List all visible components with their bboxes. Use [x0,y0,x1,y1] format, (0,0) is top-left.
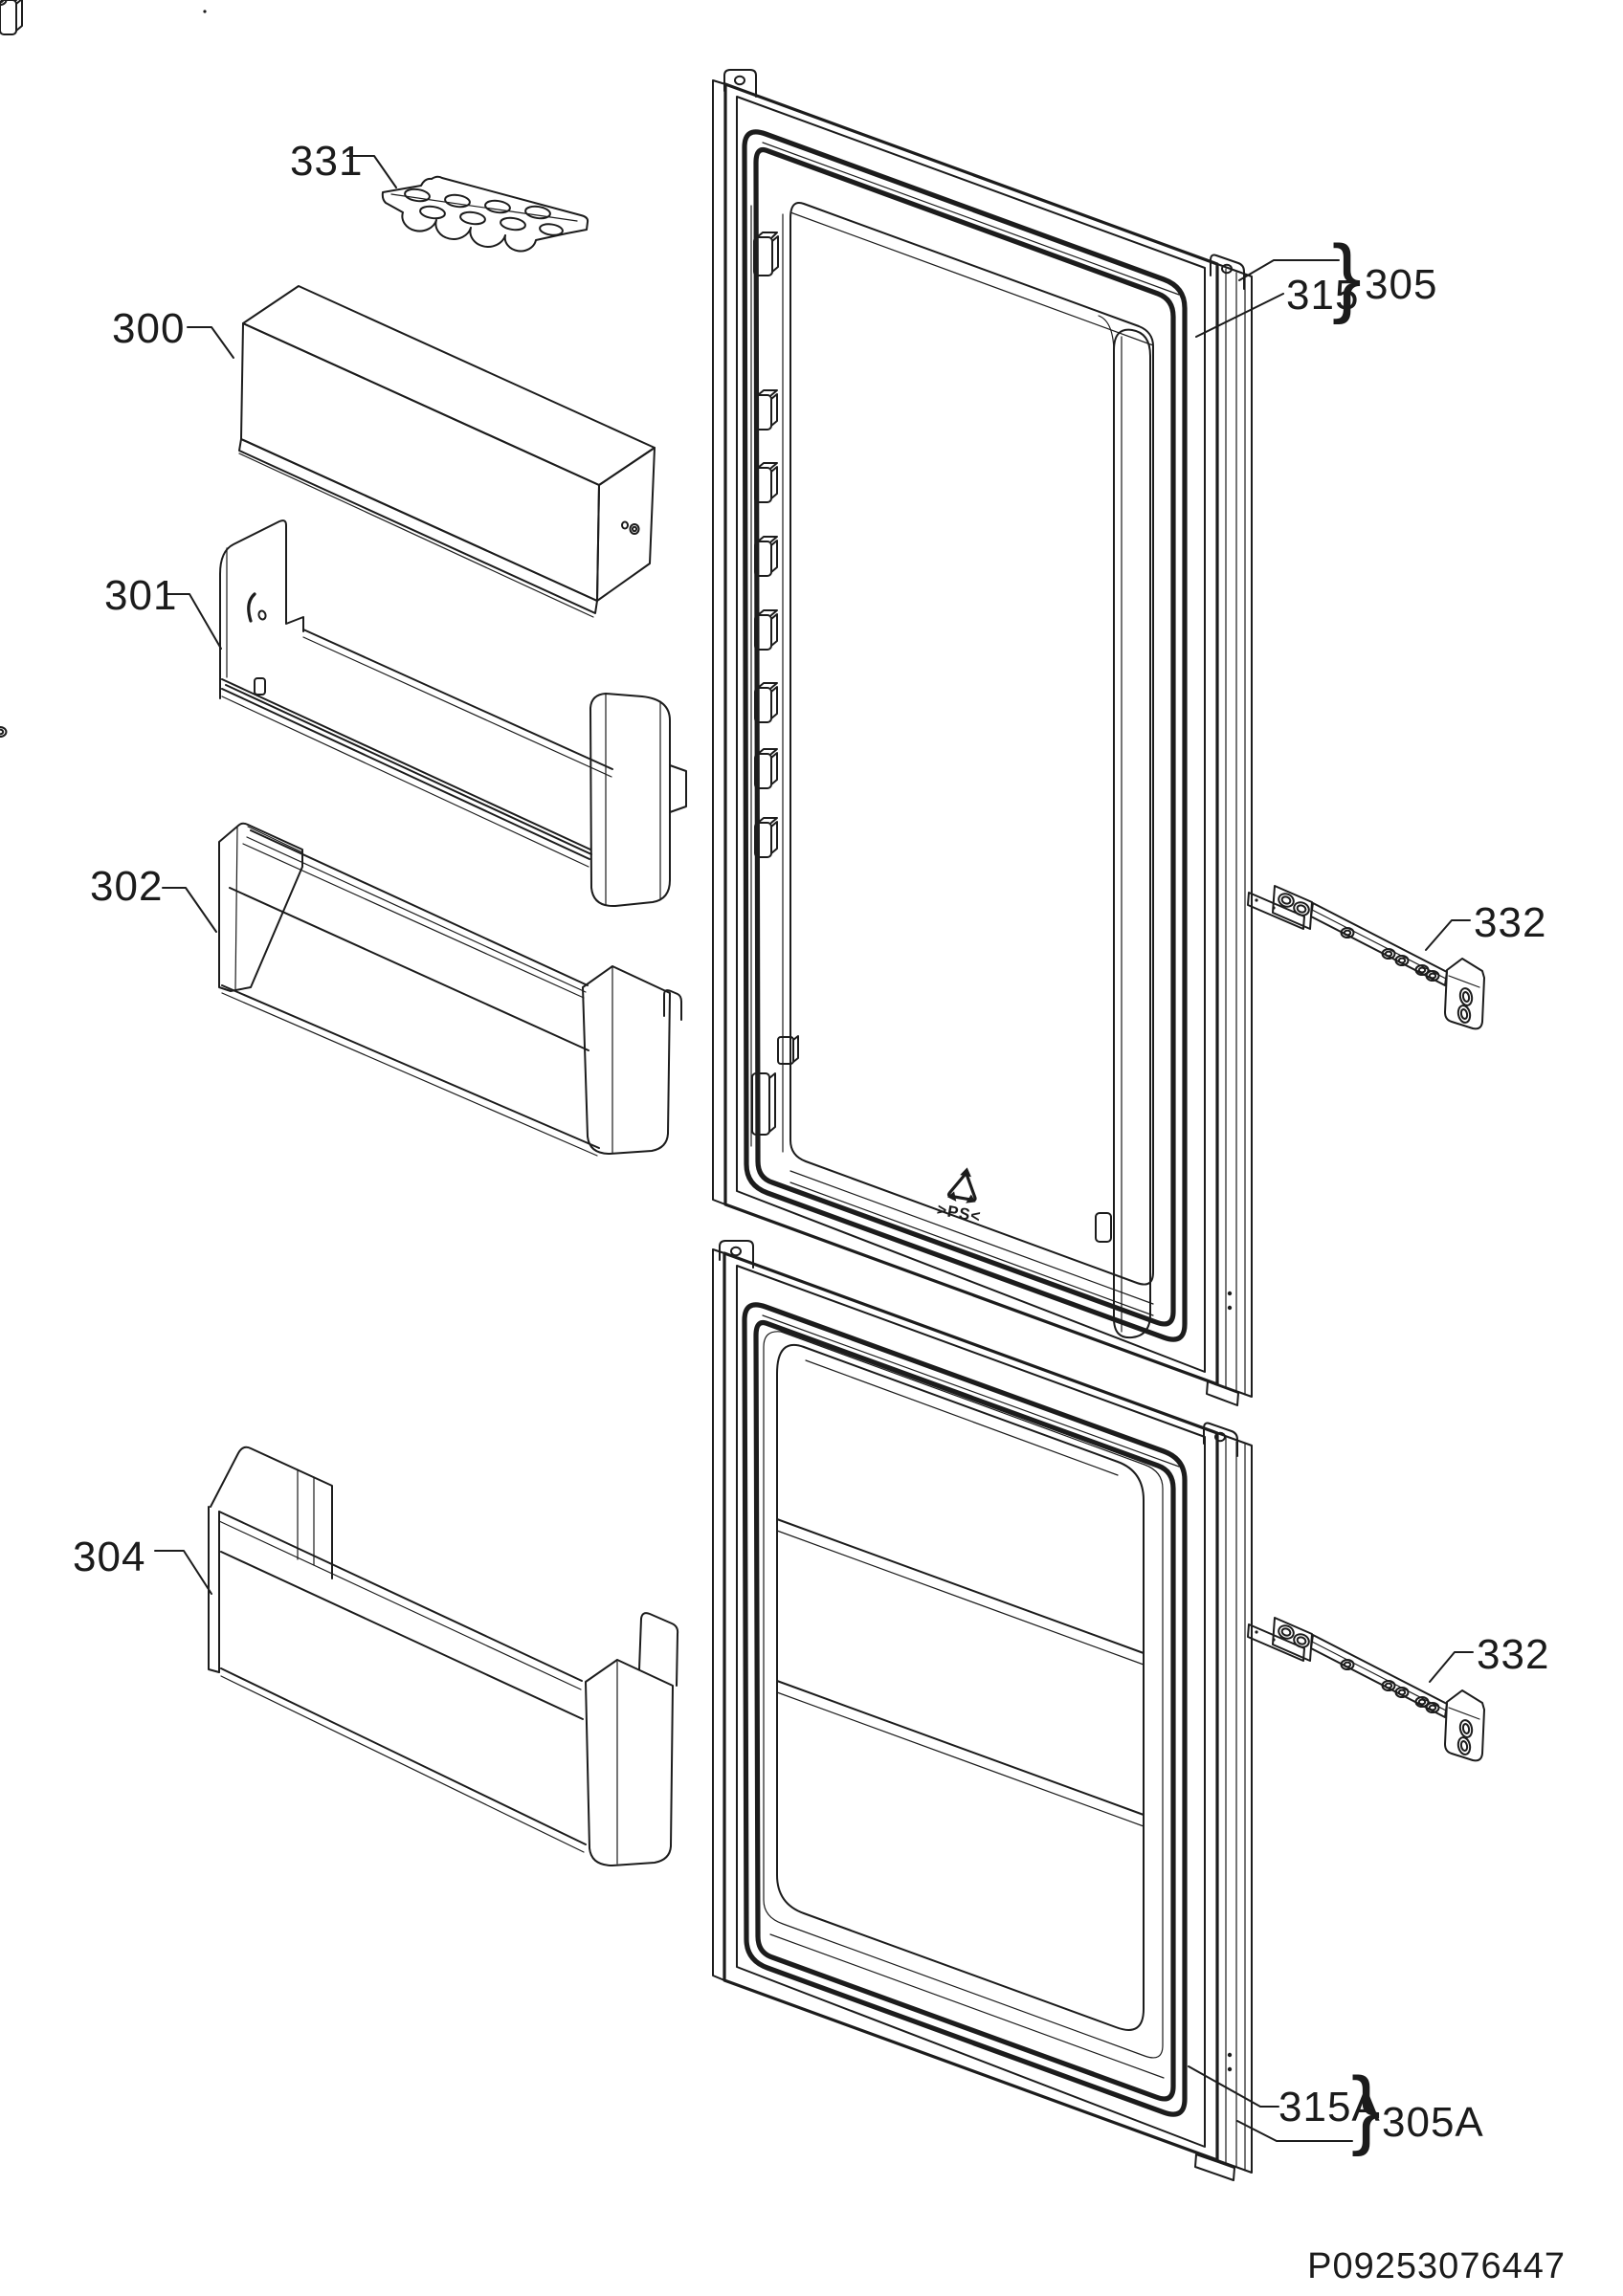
part-label-301: 301 [104,572,177,619]
door-gasket-315a [742,1302,1188,2117]
part-label-305: 305 [1365,261,1437,308]
document-code: P09253076447 [1307,2246,1566,2286]
slider-rail-332-lower [0,727,1484,1760]
door-pocket-strip [1095,315,1151,1339]
slider-rail-332-upper [0,0,1485,1030]
part-label-304: 304 [73,1534,145,1580]
leader-lines [154,155,1474,2142]
part-label-300: 300 [112,305,185,352]
hinge-tab-top-left [723,69,757,98]
part-label-305a: 305A [1382,2099,1484,2146]
recycling-icon: >PS< [936,1167,983,1226]
dairy-compartment-300 [238,285,656,618]
door-inner-panel [769,1344,1165,2079]
hinge-tab-top-right [1203,1422,1238,1457]
upper-door-assembly-305: >PS< [0,0,1253,1406]
part-label-332-upper: 332 [1474,899,1546,946]
door-gasket-315 [742,129,1188,1342]
part-label-315: 315 [1286,272,1359,319]
brace-305a: } [1351,2060,1381,2157]
ps-material-mark: >PS< [936,1201,983,1226]
part-label-331: 331 [290,138,363,185]
part-label-302: 302 [90,863,163,910]
brace-305: } [1332,228,1362,325]
hinge-tab-top-right [1210,254,1245,290]
door-shelf-302 [218,822,682,1157]
door-shelf-301 [219,519,687,908]
door-shelf-304 [208,1446,679,1866]
part-label-315a: 315A [1278,2084,1381,2130]
hinge-tab-top-left [719,1240,754,1269]
part-label-332-lower: 332 [1477,1631,1549,1678]
shelf-slot-column [0,0,799,1153]
lower-door-assembly-305a [712,1240,1253,2181]
ink-speck [203,10,207,13]
ice-cube-tray-331 [381,175,589,253]
